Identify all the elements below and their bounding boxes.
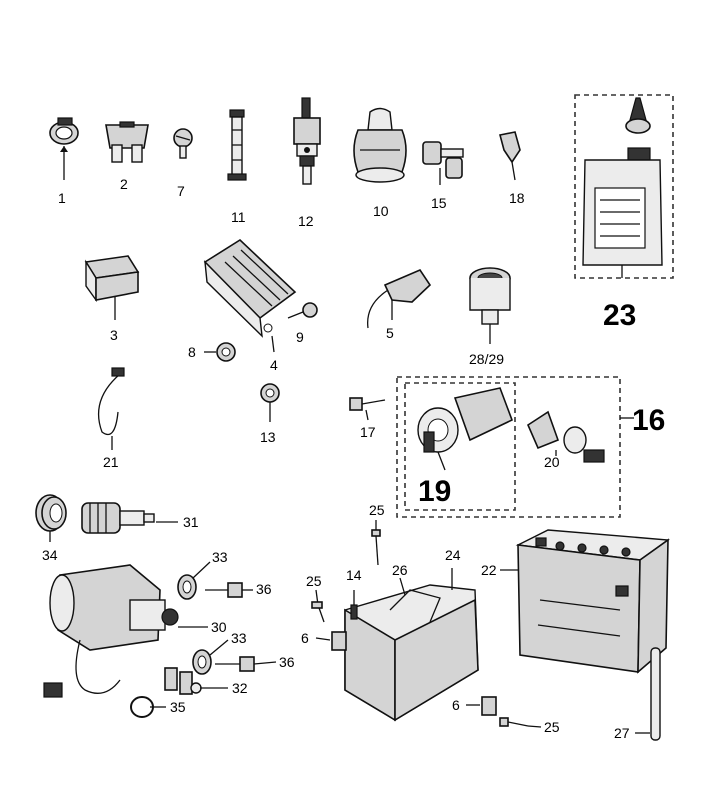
callout-22: 22: [481, 562, 497, 578]
callout-10: 10: [373, 203, 389, 219]
brush-holder-part: [164, 667, 228, 695]
starter-motor-part: [43, 564, 208, 698]
seat-lock-part: [526, 410, 605, 463]
callout-33-upper: 33: [212, 549, 228, 565]
callout-16: 16: [632, 404, 665, 437]
callout-9: 9: [296, 329, 304, 345]
callout-4: 4: [270, 357, 278, 373]
brake-switch-part: [293, 97, 321, 185]
nut-part: [204, 342, 236, 362]
callout-3: 3: [110, 327, 118, 343]
callout-17: 17: [360, 424, 376, 440]
callout-34: 34: [42, 547, 58, 563]
reservoir-part: [353, 107, 407, 183]
callout-15: 15: [431, 195, 447, 211]
oil-bottle-part: [582, 97, 663, 278]
voltage-regulator-part: [203, 238, 297, 353]
spacer-part-lower: [192, 639, 229, 675]
spacer-part-upper: [177, 561, 211, 600]
callout-31: 31: [183, 514, 199, 530]
callout-36-lower: 36: [279, 654, 295, 670]
lock-bolt-part: [349, 397, 386, 421]
bolt-part: [287, 302, 318, 319]
callout-6-upper: 6: [301, 630, 309, 646]
callout-21: 21: [103, 454, 119, 470]
callout-1: 1: [58, 190, 66, 206]
oil-bottle-group-frame: [574, 94, 674, 279]
hose-clamp-part: [49, 117, 79, 180]
mounting-bolt-upper: [205, 582, 253, 598]
screw-top-part: [371, 520, 381, 566]
pin-part: [350, 590, 358, 620]
callout-25-top: 25: [369, 502, 385, 518]
callout-26: 26: [392, 562, 408, 578]
screw-left-part: [311, 589, 325, 623]
callout-14: 14: [346, 567, 362, 583]
battery-box-part: [344, 568, 479, 722]
callout-35: 35: [170, 699, 186, 715]
callout-25-left: 25: [306, 573, 322, 589]
callout-19: 19: [418, 475, 451, 508]
callout-5: 5: [386, 325, 394, 341]
starter-drive-part: [81, 502, 178, 534]
relay-part: [84, 255, 140, 320]
ignition-switch-group-frame: [404, 382, 516, 511]
callout-36-upper: 36: [256, 581, 272, 597]
callout-23: 23: [603, 299, 636, 332]
power-socket-part: [469, 267, 511, 344]
callout-28-29: 28/29: [469, 351, 504, 367]
callout-32: 32: [232, 680, 248, 696]
rubber-tube-part: [227, 109, 247, 181]
callout-13: 13: [260, 429, 276, 445]
box-clip-upper: [315, 631, 347, 651]
lock-set-group-frame: [396, 376, 621, 518]
callout-25-bottom: 25: [544, 719, 560, 735]
fuse-part: [105, 121, 149, 163]
callout-12: 12: [298, 213, 314, 229]
box-clip-lower: [466, 696, 497, 716]
key-set-part: [422, 141, 464, 185]
clamp-part: [260, 383, 280, 422]
callout-24: 24: [445, 547, 461, 563]
callout-11: 11: [231, 209, 246, 225]
callout-20: 20: [544, 454, 560, 470]
callout-8: 8: [188, 344, 196, 360]
screw-bottom-part: [499, 717, 542, 728]
battery-part: [500, 529, 670, 674]
vent-hose-part: [635, 647, 661, 741]
rubber-boot-part: [35, 494, 67, 542]
callout-2: 2: [120, 176, 128, 192]
callout-6-lower: 6: [452, 697, 460, 713]
callout-27: 27: [614, 725, 630, 741]
o-ring-part: [130, 696, 166, 718]
sensor-part: [367, 269, 432, 329]
cable-tie-part: [98, 367, 125, 450]
callout-30: 30: [211, 619, 227, 635]
ignition-switch-part: [417, 387, 514, 471]
callout-33-lower: 33: [231, 630, 247, 646]
screw-part: [173, 128, 193, 159]
mounting-bolt-lower: [215, 656, 277, 672]
callout-7: 7: [177, 183, 185, 199]
callout-18: 18: [509, 190, 525, 206]
clip-part: [499, 131, 521, 181]
